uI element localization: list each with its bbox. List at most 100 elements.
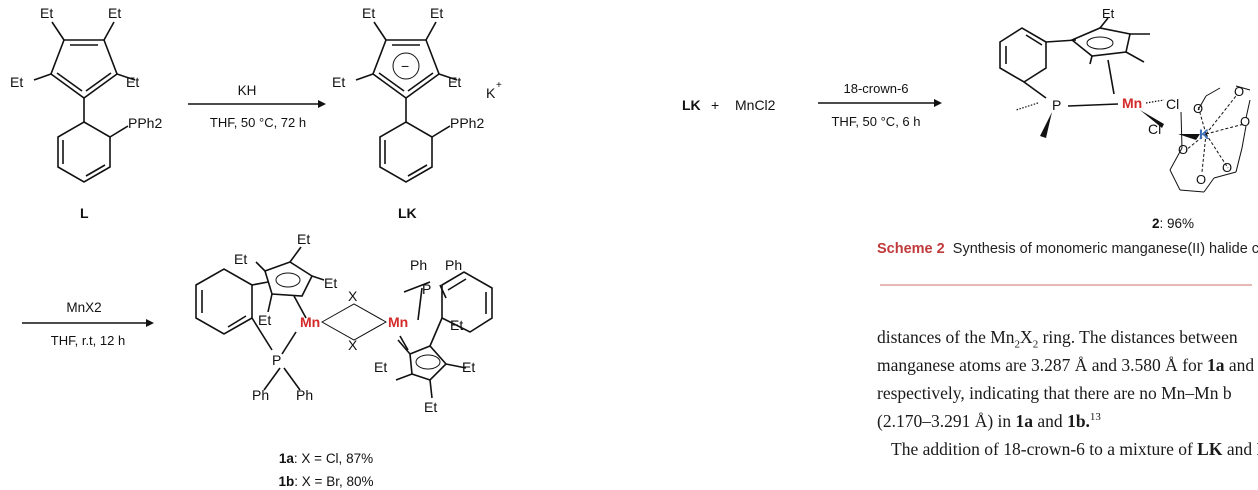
product-2-label: 2 bbox=[1152, 216, 1160, 231]
product-1b-label: 1b bbox=[279, 474, 295, 489]
text-run: manganese atoms are 3.287 Å and 3.580 Å … bbox=[877, 355, 1207, 375]
oxygen-label: O bbox=[1178, 142, 1188, 157]
compound-ref: 1a bbox=[1015, 411, 1034, 431]
text-run: ring. The distances between bbox=[1038, 327, 1238, 347]
salt-label: LK bbox=[398, 205, 417, 221]
potassium-label: K bbox=[1199, 126, 1209, 142]
ethyl-label: Et bbox=[430, 5, 443, 21]
svg-text:2: 96%: 2: 96% bbox=[1152, 216, 1194, 231]
product-1a-yield: 1a: X = Cl, 87% bbox=[279, 451, 373, 466]
complex-2-structure: Et Mn P Cl Cl K O O O O O O bbox=[999, 6, 1251, 193]
caption-text: Synthesis of monomeric manganese(II) hal… bbox=[952, 241, 1258, 257]
scheme2-conditions: THF, 50 °C, 6 h bbox=[831, 114, 920, 129]
product-1b-text: : X = Br, 80% bbox=[294, 474, 373, 489]
step1-conditions: THF, 50 °C, 72 h bbox=[210, 115, 306, 130]
ethyl-label: Et bbox=[374, 359, 387, 375]
ethyl-label: Et bbox=[10, 74, 23, 90]
chloride-label: Cl bbox=[1166, 96, 1179, 112]
svg-text:1a: X = Cl, 87%: 1a: X = Cl, 87% bbox=[279, 451, 373, 466]
scheme2-reagent: 18-crown-6 bbox=[843, 81, 908, 96]
text-line: The addition of 18-crown-6 to a mixture … bbox=[877, 435, 1258, 463]
oxygen-label: O bbox=[1240, 114, 1250, 129]
ethyl-label: Et bbox=[462, 359, 475, 375]
ethyl-label: Et bbox=[126, 74, 139, 90]
phenyl-label: Ph bbox=[445, 257, 462, 273]
product-2-yield-text: : 96% bbox=[1159, 216, 1194, 231]
mn-label: Mn bbox=[300, 314, 320, 330]
text-line: manganese atoms are 3.287 Å and 3.580 Å … bbox=[877, 351, 1258, 379]
ethyl-label: Et bbox=[234, 251, 247, 267]
body-paragraph: distances of the Mn2X2 ring. The distanc… bbox=[877, 323, 1258, 463]
caption-divider bbox=[880, 284, 1252, 286]
halide-label: X bbox=[348, 288, 358, 304]
reactant-lk: LK bbox=[682, 97, 701, 113]
svg-text:1b: X = Br, 80%: 1b: X = Br, 80% bbox=[279, 474, 374, 489]
dimer-structure: Et Et Et Et Mn X X Mn Ph Ph P P Ph Ph Et… bbox=[195, 231, 493, 415]
potassium-cation: K bbox=[486, 85, 496, 101]
reaction-arrow-3: 18-crown-6 THF, 50 °C, 6 h bbox=[818, 81, 942, 129]
anion-charge: − bbox=[401, 58, 409, 74]
pph2-label: PPh2 bbox=[128, 115, 162, 131]
oxygen-label: O bbox=[1196, 172, 1206, 187]
ethyl-label: Et bbox=[1102, 6, 1115, 21]
reactant-mncl2: MnCl2 bbox=[735, 97, 776, 113]
text-line: respectively, indicating that there are … bbox=[877, 379, 1258, 407]
phenyl-label: Ph bbox=[252, 387, 269, 403]
ethyl-label: Et bbox=[450, 317, 463, 333]
compound-ref: LK bbox=[1197, 439, 1223, 459]
product-1a-text: : X = Cl, 87% bbox=[294, 451, 373, 466]
oxygen-label: O bbox=[1234, 84, 1244, 99]
text-run: (2.170–3.291 Å) in bbox=[877, 411, 1016, 431]
phenyl-label: Ph bbox=[296, 387, 313, 403]
text-run: The addition of 18-crown-6 to a mixture … bbox=[891, 439, 1198, 459]
compound-ref: 1a bbox=[1206, 355, 1225, 375]
ethyl-label: Et bbox=[448, 74, 461, 90]
scheme2-reactants: LK + MnCl2 bbox=[682, 97, 776, 113]
text-run: respectively, indicating that there are … bbox=[877, 383, 1232, 403]
ethyl-label: Et bbox=[424, 399, 437, 415]
mn-label: Mn bbox=[388, 314, 408, 330]
reaction-arrow-2: MnX2 THF, r.t, 12 h bbox=[22, 300, 154, 348]
cation-charge: + bbox=[496, 80, 502, 91]
step2-reagent: MnX2 bbox=[66, 300, 101, 315]
lk-salt-structure: − Et Et Et Et PPh2 K + LK bbox=[332, 5, 502, 221]
ethyl-label: Et bbox=[40, 5, 53, 21]
ethyl-label: Et bbox=[324, 275, 337, 291]
text-line: (2.170–3.291 Å) in 1a and 1b.13 bbox=[877, 407, 1258, 435]
scheme-caption: Scheme 2 Synthesis of monomeric manganes… bbox=[877, 241, 1258, 257]
ethyl-label: Et bbox=[362, 5, 375, 21]
text-run: X bbox=[1020, 327, 1033, 347]
text-run: distances of the Mn bbox=[877, 327, 1015, 347]
plus-sign: + bbox=[711, 97, 719, 113]
step2-conditions: THF, r.t, 12 h bbox=[51, 333, 125, 348]
phosphorus-label: P bbox=[272, 352, 281, 368]
oxygen-label: O bbox=[1193, 101, 1203, 116]
citation-ref: 13 bbox=[1089, 411, 1101, 424]
mn-label: Mn bbox=[1122, 95, 1142, 111]
chloride-label: Cl bbox=[1148, 121, 1161, 137]
ethyl-label: Et bbox=[108, 5, 121, 21]
reaction-arrow-1: KH THF, 50 °C, 72 h bbox=[188, 83, 326, 130]
ethyl-label: Et bbox=[258, 312, 271, 328]
caption-label: Scheme 2 bbox=[877, 241, 945, 257]
phenyl-label: Ph bbox=[410, 257, 427, 273]
text-run: and bbox=[1224, 355, 1255, 375]
pph2-label: PPh2 bbox=[450, 115, 484, 131]
ethyl-label: Et bbox=[297, 231, 310, 247]
phosphorus-label: P bbox=[1052, 97, 1061, 113]
product-1b-yield: 1b: X = Br, 80% bbox=[279, 474, 374, 489]
step1-reagent: KH bbox=[238, 83, 257, 98]
product-1a-label: 1a bbox=[279, 451, 295, 466]
oxygen-label: O bbox=[1222, 160, 1232, 175]
ethyl-label: Et bbox=[332, 74, 345, 90]
ligand-label: L bbox=[80, 205, 89, 221]
complex-2-yield: 2: 96% bbox=[1152, 216, 1194, 231]
phosphorus-label: P bbox=[422, 281, 431, 297]
halide-label: X bbox=[348, 337, 358, 353]
text-run: and bbox=[1033, 411, 1068, 431]
compound-ref: 1b. bbox=[1067, 411, 1090, 431]
ligand-l-structure: Et Et Et Et PPh2 L bbox=[10, 5, 162, 221]
text-run: and M bbox=[1226, 439, 1258, 459]
text-line: distances of the Mn2X2 ring. The distanc… bbox=[877, 327, 1238, 351]
